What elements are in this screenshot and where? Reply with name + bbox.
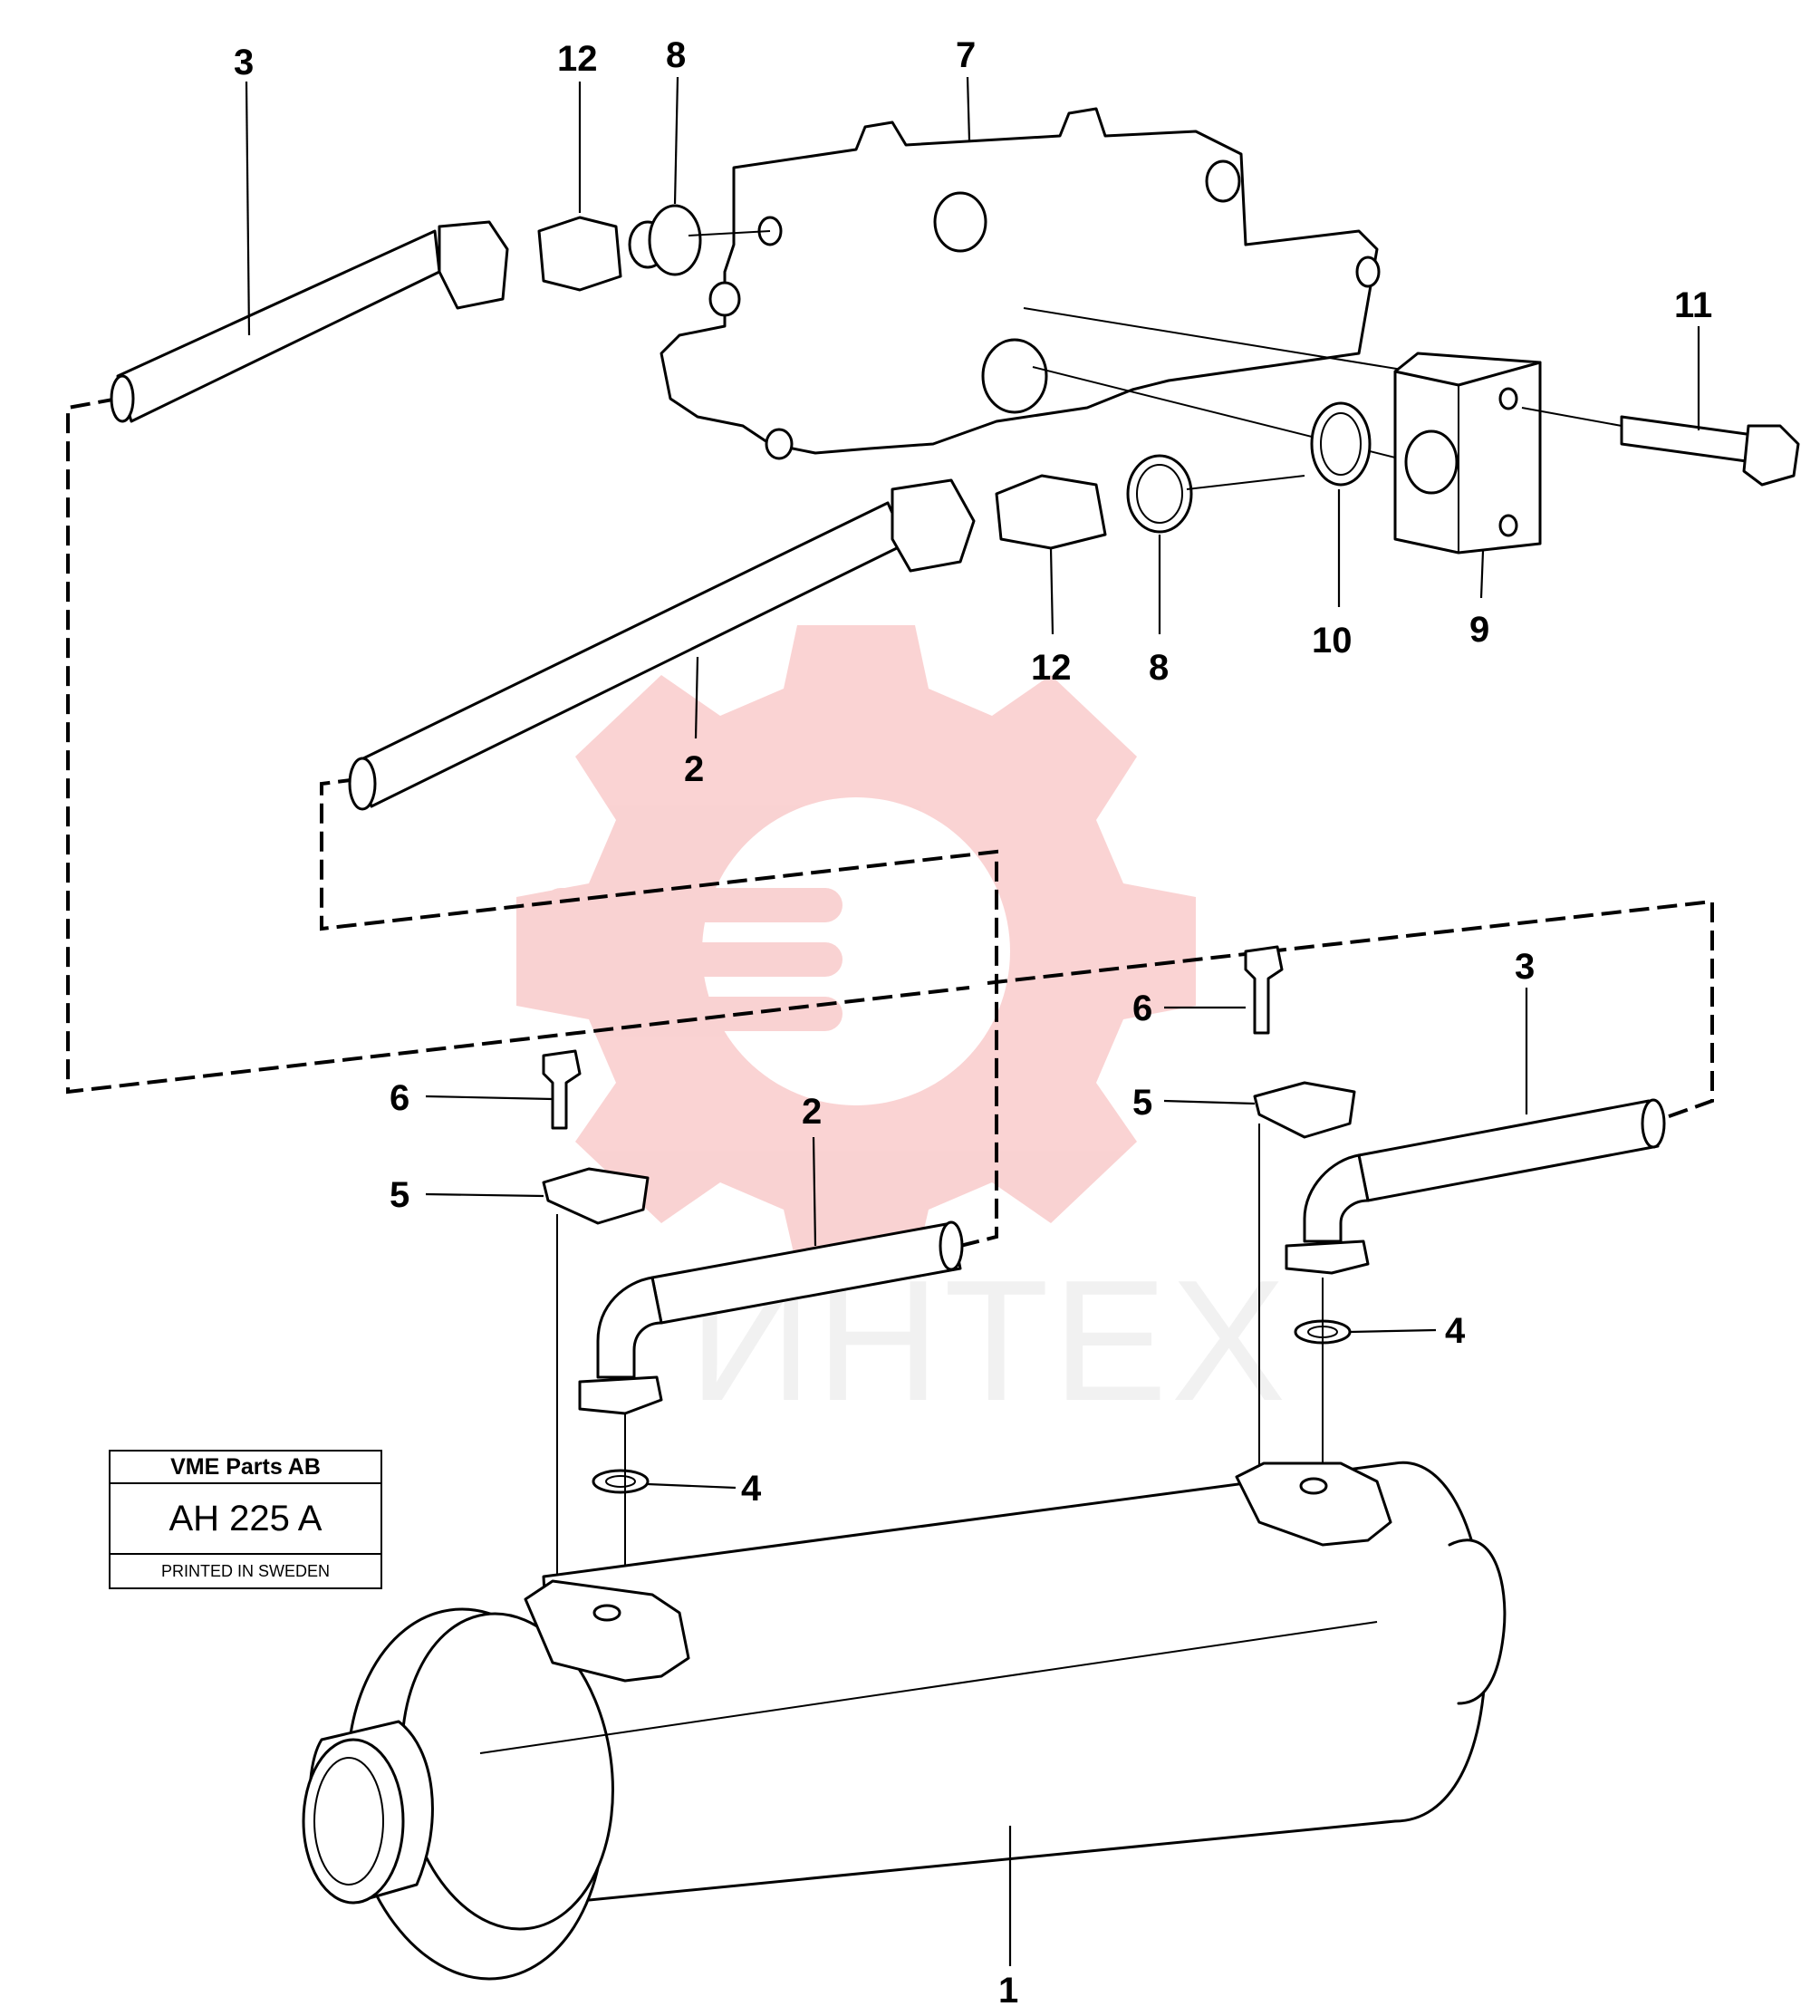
callout-8-mid: 8	[1149, 648, 1169, 688]
callout-11: 11	[1674, 285, 1712, 325]
bolt-11	[1521, 407, 1800, 487]
callout-10: 10	[1312, 621, 1353, 661]
callout-6-left: 6	[390, 1078, 409, 1118]
callout-12-mid: 12	[1031, 648, 1072, 688]
routing-lines	[66, 397, 1714, 1248]
callout-5-left: 5	[390, 1175, 409, 1215]
pipe-2-mid	[348, 454, 1305, 811]
callout-2-mid: 2	[684, 749, 704, 789]
title-block: VME Parts AB AH 225 A PRINTED IN SWEDEN	[109, 1450, 382, 1589]
callout-12-top: 12	[557, 39, 598, 79]
pipe-3-top	[110, 204, 771, 423]
callout-1: 1	[998, 1971, 1018, 2011]
callout-5-right: 5	[1132, 1083, 1152, 1123]
title-block-printed: PRINTED IN SWEDEN	[160, 1561, 330, 1580]
callout-6-right: 6	[1132, 989, 1152, 1028]
callout-8-top: 8	[666, 35, 686, 75]
callout-9: 9	[1469, 610, 1489, 650]
pipe-2-lower	[542, 1049, 964, 1604]
valve-body	[660, 107, 1414, 463]
adapter-block	[1393, 352, 1542, 555]
callout-4-left: 4	[741, 1469, 762, 1509]
oil-cooler	[302, 1461, 1507, 1981]
callout-7: 7	[956, 35, 976, 75]
callout-4-right: 4	[1445, 1311, 1466, 1351]
title-block-company: VME Parts AB	[111, 1452, 380, 1484]
watermark-gear-icon	[516, 625, 1196, 1268]
pipe-3-lower	[1244, 945, 1666, 1468]
title-block-drawing-number: AH 225 A	[111, 1484, 380, 1555]
callout-labels: 3 12 8 7 11 12 8 10 9 2 6 5 2 4 6 5 3 4 …	[234, 35, 1712, 2011]
callout-3-top: 3	[234, 43, 254, 82]
callout-3-right: 3	[1515, 947, 1535, 987]
callout-2-low: 2	[802, 1092, 822, 1132]
leader-lines	[245, 76, 1700, 1966]
